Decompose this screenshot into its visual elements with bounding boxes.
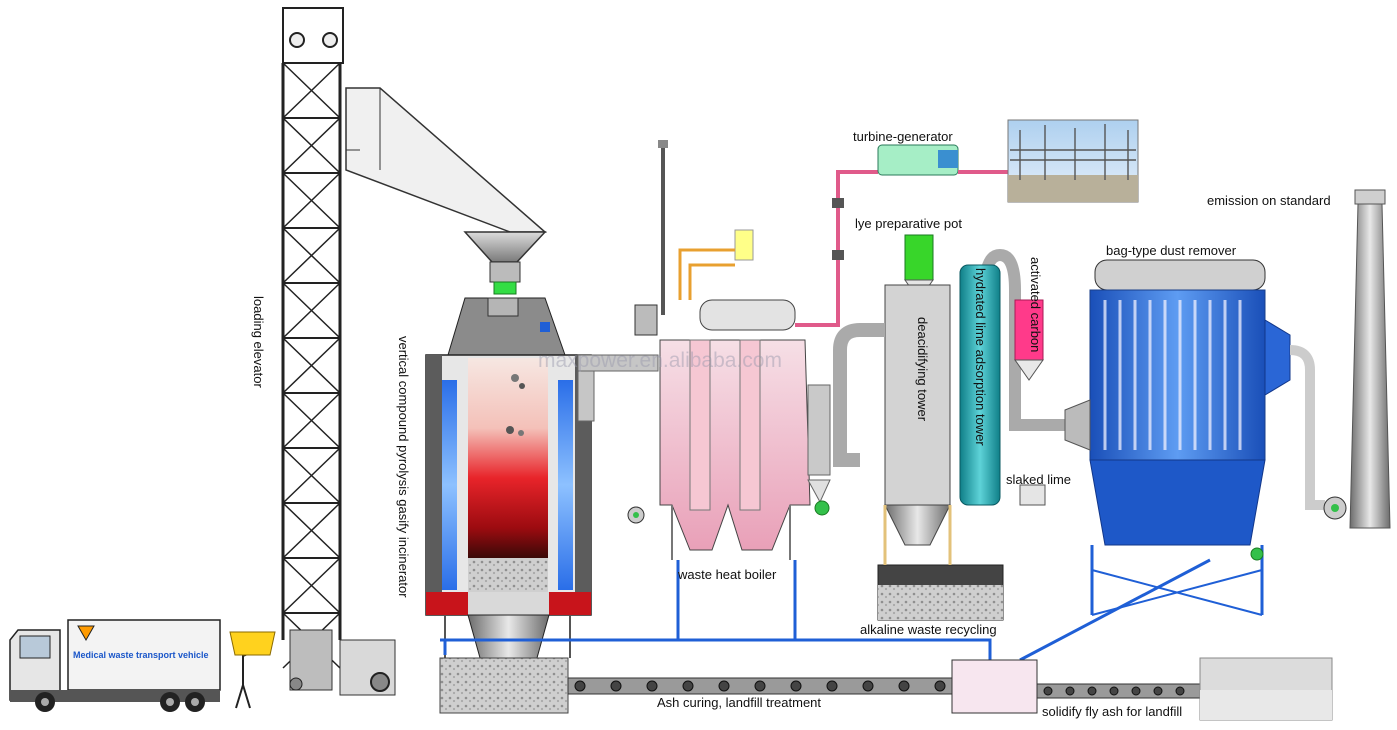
elevator-lattice	[282, 62, 341, 669]
waste-heat-boiler	[577, 140, 831, 560]
label-turbine-generator: turbine-generator	[853, 129, 953, 144]
ash-pipes	[440, 558, 1211, 662]
fly-ash-conveyor-rollers	[1043, 686, 1185, 696]
label-alkaline-recycling: alkaline waste recycling	[860, 622, 997, 637]
watermark: maxpower.en.alibaba.com	[538, 349, 782, 372]
incinerator	[425, 297, 592, 714]
label-ash-curing: Ash curing, landfill treatment	[657, 695, 822, 710]
label-deacidifying-tower: deacidifying tower	[915, 317, 930, 422]
ash-conveyor-rollers	[574, 680, 946, 692]
landfill-photo	[1199, 657, 1333, 721]
label-bag-dust-remover: bag-type dust remover	[1106, 243, 1237, 258]
steam-line	[795, 144, 1008, 327]
label-incinerator: vertical compound pyrolysis gasify incin…	[396, 336, 411, 598]
loading-elevator	[281, 7, 344, 640]
elevator-base	[289, 629, 396, 696]
bag-dust-remover	[1064, 259, 1347, 616]
label-activated-carbon: activated carbon	[1028, 257, 1043, 353]
label-loading-elevator: loading elevator	[251, 296, 266, 388]
label-waste-heat-boiler: waste heat boiler	[678, 567, 777, 582]
feed-chute	[345, 87, 547, 295]
label-lye-pot: lye preparative pot	[855, 216, 962, 231]
worker	[229, 631, 276, 709]
label-slaked-lime: slaked lime	[1006, 472, 1072, 487]
power-station-photo	[1007, 119, 1139, 203]
label-emission: emission on standard	[1207, 193, 1331, 208]
label-fly-ash: solidify fly ash for landfill	[1042, 704, 1183, 719]
label-truck: Medical waste transport vehicle	[73, 650, 209, 660]
deacidifying-tower	[833, 234, 1004, 621]
label-hydrated-lime-tower: hydrated lime adsorption tower	[973, 268, 988, 446]
transport-truck	[9, 619, 221, 712]
hydrated-lime-tower	[959, 248, 1065, 506]
chimney	[1349, 189, 1391, 529]
